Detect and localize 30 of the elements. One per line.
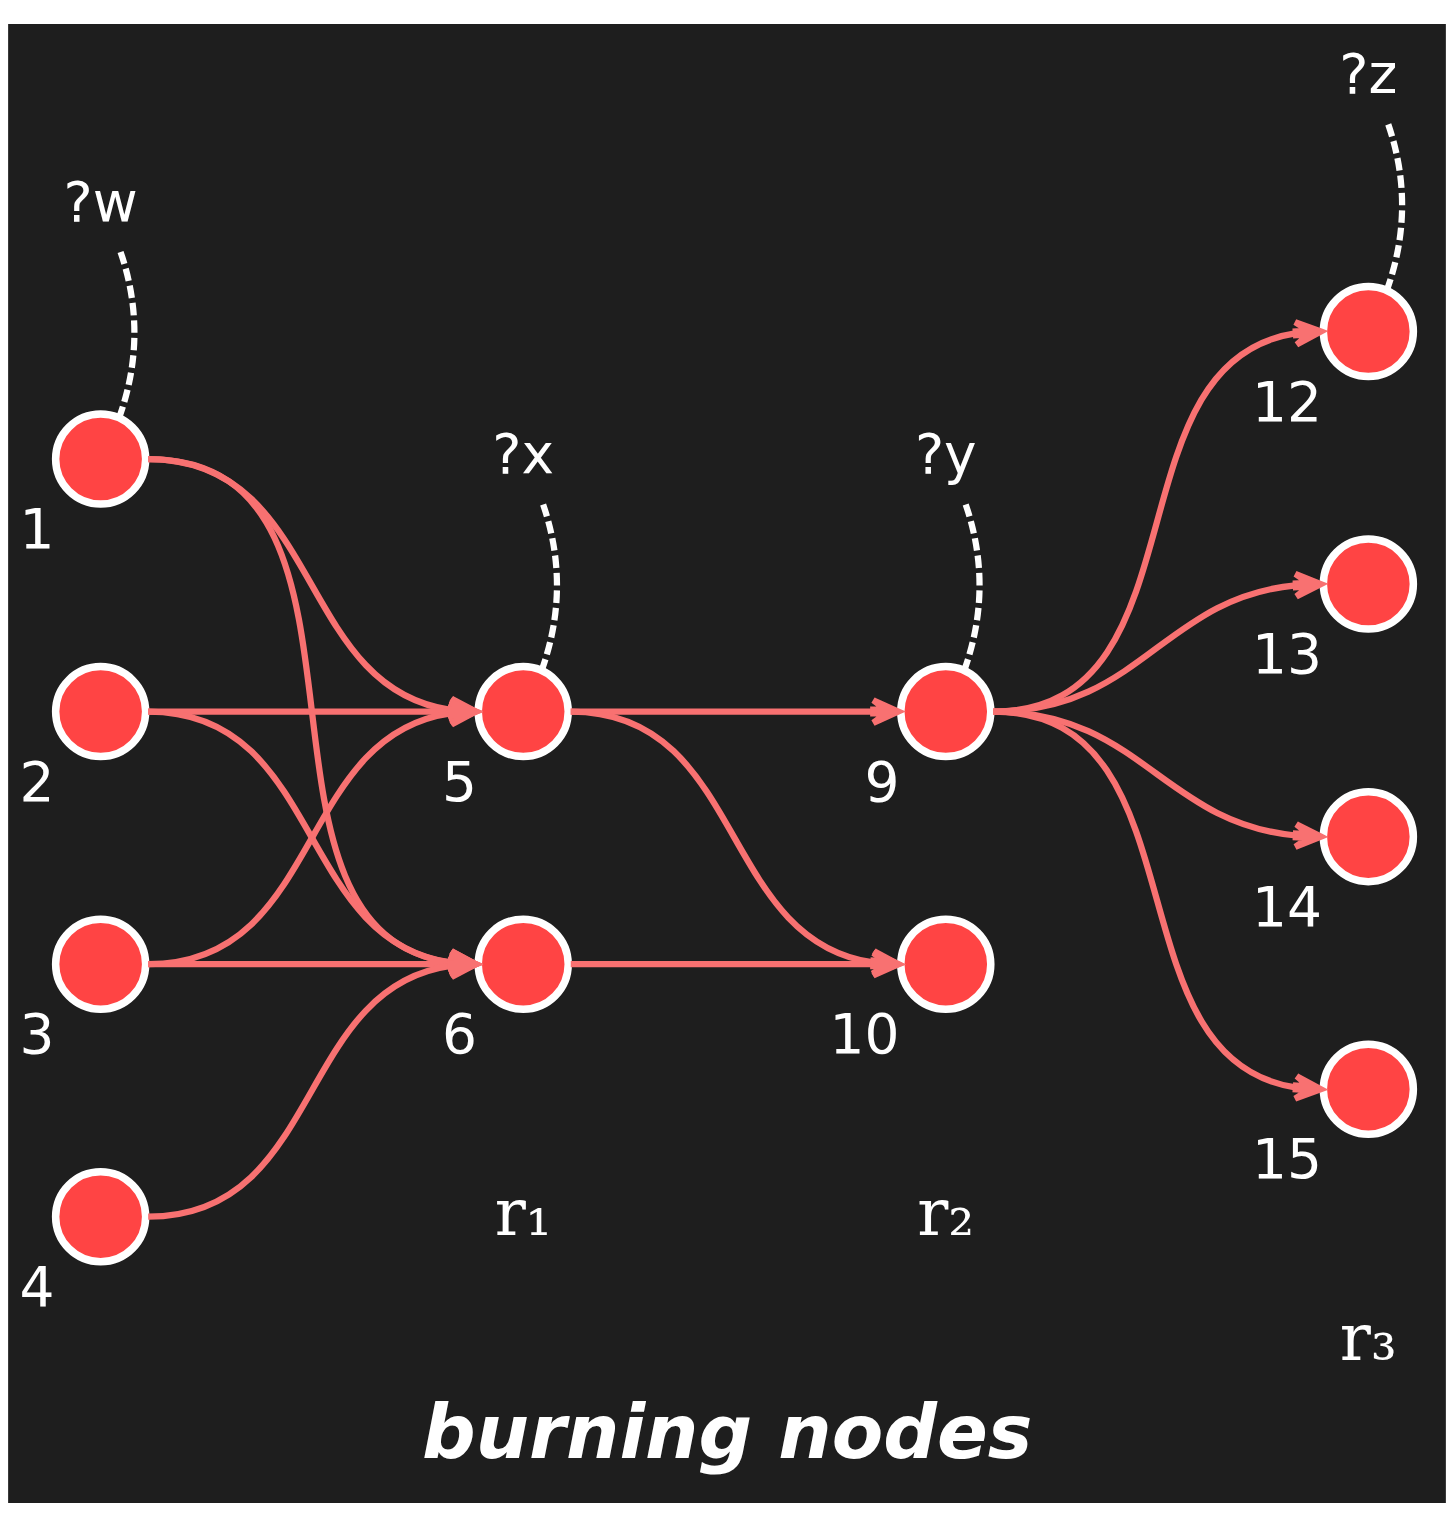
node-text: ?z — [1339, 42, 1398, 107]
node-circle — [897, 915, 995, 1013]
connector — [961, 503, 983, 672]
label: r₂ — [917, 1174, 975, 1250]
node-label: 10 — [829, 1002, 900, 1067]
node-label: 1 — [19, 497, 55, 562]
node-circle — [1319, 787, 1418, 886]
node-circle — [474, 662, 572, 761]
node-circle — [897, 662, 995, 761]
node-circle — [51, 662, 150, 761]
node-circle — [51, 915, 150, 1013]
node-circle — [1319, 282, 1418, 381]
node-circle — [1319, 1040, 1418, 1138]
node-circle — [51, 1167, 150, 1266]
connector — [1383, 123, 1406, 292]
node-circle — [51, 410, 150, 508]
node-text: ?x — [492, 422, 555, 487]
node-label: 2 — [19, 749, 55, 814]
node-label: 3 — [19, 1002, 55, 1067]
node-label: 4 — [19, 1254, 55, 1319]
caption: burning nodes — [421, 1387, 1033, 1476]
connector — [116, 250, 138, 419]
node-label: 15 — [1252, 1127, 1323, 1192]
node-text: ?y — [914, 422, 977, 487]
label: r₃ — [1339, 1299, 1397, 1375]
node-text: ?w — [63, 169, 138, 234]
label: r₁ — [494, 1174, 552, 1250]
node-circle — [474, 915, 572, 1013]
node-circle — [1319, 535, 1418, 633]
connector — [538, 503, 561, 672]
